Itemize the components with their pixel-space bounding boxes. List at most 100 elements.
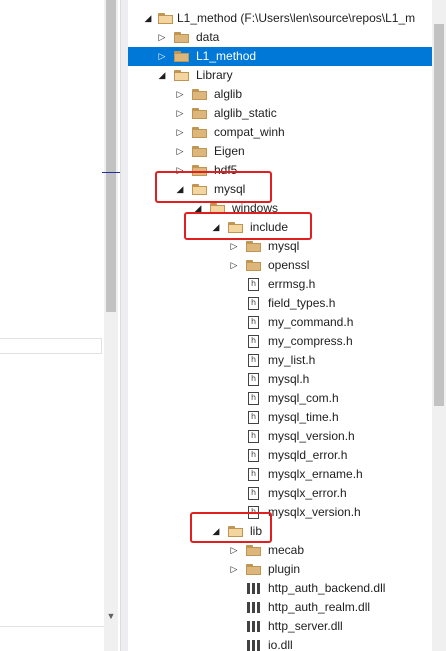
header-file-icon: [248, 392, 259, 405]
tree-item[interactable]: my_list.h: [128, 351, 432, 370]
collapsed-arrow-icon[interactable]: ▷: [176, 108, 184, 118]
tree-item-label: alglib: [214, 87, 243, 101]
collapsed-arrow-icon[interactable]: ▷: [158, 51, 166, 61]
header-file-icon: [248, 411, 259, 424]
tree-item[interactable]: field_types.h: [128, 294, 432, 313]
folder-icon: [246, 545, 261, 556]
tree-item[interactable]: mysql_version.h: [128, 427, 432, 446]
tree-item[interactable]: ◢mysql: [128, 180, 432, 199]
tree-item[interactable]: ▷ mecab: [128, 541, 432, 560]
tree-item-label: Eigen: [214, 144, 245, 158]
tree-item[interactable]: ▷ plugin: [128, 560, 432, 579]
right-scrollbar-thumb[interactable]: [434, 24, 444, 406]
expanded-arrow-icon[interactable]: ◢: [194, 203, 202, 213]
tree-item-label: Library: [196, 68, 233, 82]
tree-item[interactable]: ▷ mysql: [128, 237, 432, 256]
folder-icon: [246, 241, 261, 252]
expanded-arrow-icon[interactable]: ◢: [176, 184, 184, 194]
dll-file-icon: [247, 583, 261, 594]
tree-item[interactable]: mysql_time.h: [128, 408, 432, 427]
header-file-icon: [248, 278, 259, 291]
folder-icon: [174, 51, 189, 62]
tree-item[interactable]: http_auth_backend.dll: [128, 579, 432, 598]
expanded-arrow-icon[interactable]: ◢: [158, 70, 166, 80]
expanded-arrow-icon[interactable]: ◢: [212, 222, 220, 232]
tree-item[interactable]: ▷ alglib_static: [128, 104, 432, 123]
tree-item[interactable]: my_compress.h: [128, 332, 432, 351]
solution-explorer-tree: ◢ L1_method (F:\Users\len\source\repos\L…: [128, 0, 446, 651]
tree-item-label: alglib_static: [214, 106, 277, 120]
tree-item[interactable]: ▷L1_method: [128, 47, 432, 66]
tree-item[interactable]: ▷ Eigen: [128, 142, 432, 161]
header-file-icon: [248, 468, 259, 481]
tree-item[interactable]: errmsg.h: [128, 275, 432, 294]
tree-item[interactable]: ◢ Library: [128, 66, 432, 85]
tree-item[interactable]: ◢include: [128, 218, 432, 237]
tree-item-label: my_command.h: [268, 315, 354, 329]
left-pane: [0, 0, 120, 651]
collapsed-arrow-icon[interactable]: ▷: [176, 89, 184, 99]
tree-root-solution[interactable]: ◢ L1_method (F:\Users\len\source\repos\L…: [128, 9, 432, 28]
folder-icon: [192, 127, 207, 138]
tree-item[interactable]: mysql_com.h: [128, 389, 432, 408]
tree-item[interactable]: ◢ lib: [128, 522, 432, 541]
collapsed-arrow-icon[interactable]: ▷: [230, 545, 238, 555]
tree-item[interactable]: mysqlx_ername.h: [128, 465, 432, 484]
expanded-arrow-icon[interactable]: ◢: [144, 13, 152, 23]
tree-item[interactable]: io.dll: [128, 636, 432, 651]
tree-item-label: plugin: [268, 562, 301, 576]
collapsed-arrow-icon[interactable]: ▷: [230, 260, 238, 270]
header-file-icon: [248, 297, 259, 310]
collapsed-arrow-icon[interactable]: ▷: [176, 165, 184, 175]
tree-item[interactable]: mysqlx_version.h: [128, 503, 432, 522]
left-pane-divider: [0, 626, 104, 627]
collapsed-arrow-icon[interactable]: ▷: [158, 32, 166, 42]
tree-item-label: my_list.h: [268, 353, 316, 367]
tree-item[interactable]: ▷compat_winh: [128, 123, 432, 142]
tree-item-label: http_auth_realm.dll: [268, 600, 371, 614]
tree-item-label: mysql_com.h: [268, 391, 339, 405]
tree-item[interactable]: http_auth_realm.dll: [128, 598, 432, 617]
folder-open-icon: [192, 184, 207, 195]
collapsed-arrow-icon[interactable]: ▷: [230, 564, 238, 574]
tree-item-label: mysql.h: [268, 372, 310, 386]
tree-item-label: field_types.h: [268, 296, 336, 310]
editor-marker: [102, 172, 122, 173]
header-file-icon: [248, 335, 259, 348]
scroll-down-icon[interactable]: ▼: [106, 611, 116, 621]
tree-item[interactable]: mysql.h: [128, 370, 432, 389]
tree-root-label: L1_method (F:\Users\len\source\repos\L1_…: [177, 11, 416, 25]
tree-item-label: hdf5: [214, 163, 238, 177]
tree-item[interactable]: http_server.dll: [128, 617, 432, 636]
tree-item-label: io.dll: [268, 638, 293, 651]
tree-item-label: lib: [250, 524, 263, 538]
folder-open-icon: [174, 70, 189, 81]
tree-item[interactable]: ▷ openssl: [128, 256, 432, 275]
left-pane-input-field[interactable]: [0, 338, 102, 354]
tree-item-label: mysql_version.h: [268, 429, 355, 443]
folder-icon: [174, 32, 189, 43]
folder-icon: [246, 564, 261, 575]
collapsed-arrow-icon[interactable]: ▷: [176, 127, 184, 137]
tree-item-label: my_compress.h: [268, 334, 353, 348]
tree-item[interactable]: mysqlx_error.h: [128, 484, 432, 503]
tree-item[interactable]: ▷data: [128, 28, 432, 47]
folder-icon: [192, 89, 207, 100]
tree-item[interactable]: mysqld_error.h: [128, 446, 432, 465]
tree-item-label: openssl: [268, 258, 310, 272]
expanded-arrow-icon[interactable]: ◢: [212, 526, 220, 536]
collapsed-arrow-icon[interactable]: ▷: [176, 146, 184, 156]
header-file-icon: [248, 430, 259, 443]
tree-item-label: mysqlx_version.h: [268, 505, 361, 519]
tree-item-label: mecab: [268, 543, 305, 557]
tree-item-label: mysql: [268, 239, 300, 253]
tree-item-label: errmsg.h: [268, 277, 316, 291]
pane-splitter[interactable]: [120, 0, 128, 651]
collapsed-arrow-icon[interactable]: ▷: [230, 241, 238, 251]
tree-item[interactable]: my_command.h: [128, 313, 432, 332]
tree-item-label: mysqlx_ername.h: [268, 467, 363, 481]
folder-open-icon: [228, 222, 243, 233]
tree-item[interactable]: ▷ alglib: [128, 85, 432, 104]
dll-file-icon: [247, 640, 261, 651]
left-scrollbar-thumb[interactable]: [106, 0, 116, 312]
